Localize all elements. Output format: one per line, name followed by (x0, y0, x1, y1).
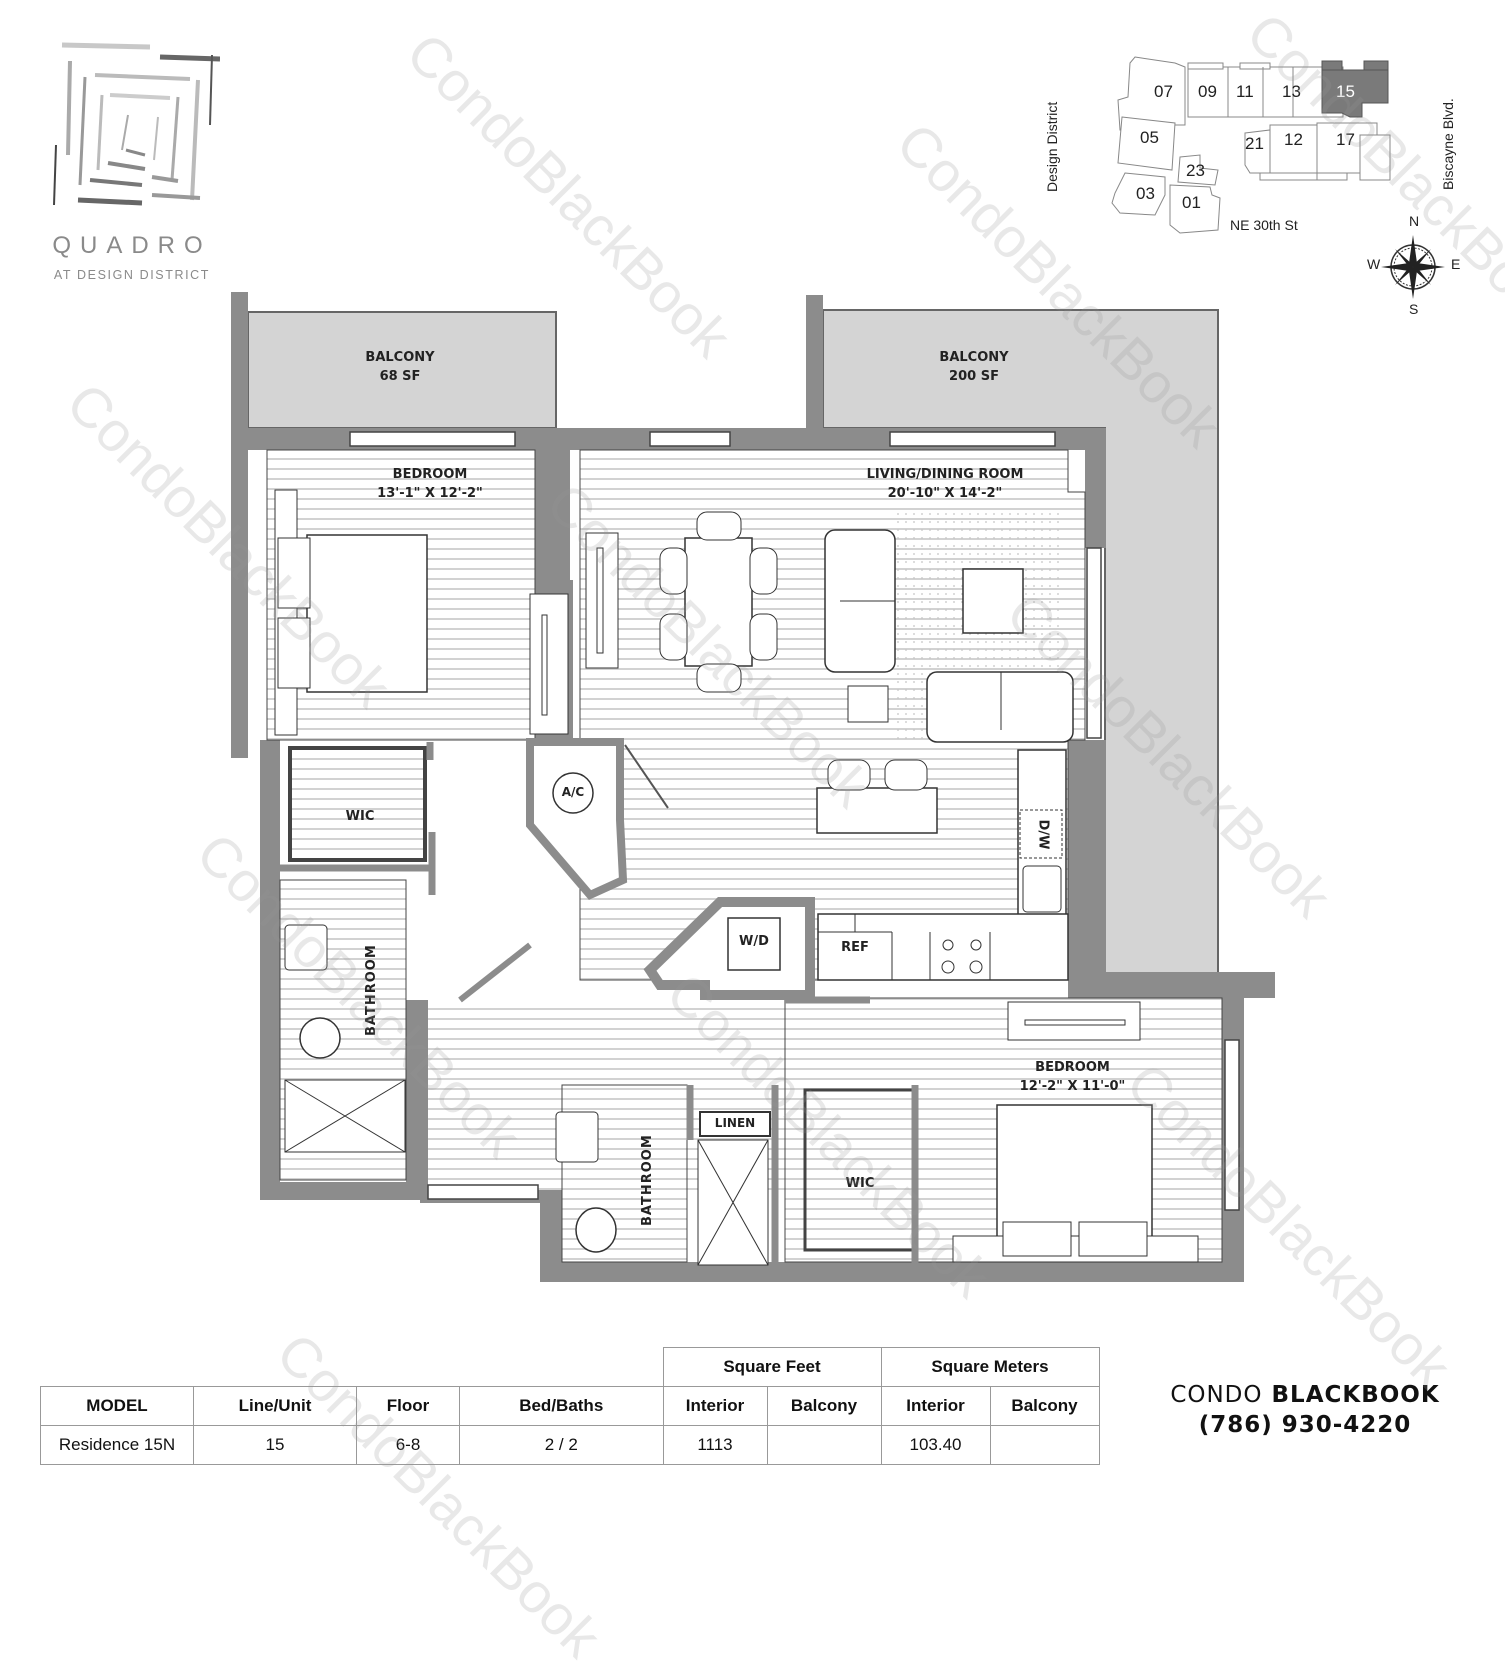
bedroom1-size: 13'-1" X 12'-2" (377, 486, 483, 501)
balcony-68 (247, 311, 557, 429)
cell-line-unit: 15 (193, 1425, 357, 1465)
keyplan-unit-17: 17 (1336, 130, 1355, 149)
cell-floor: 6-8 (356, 1425, 460, 1465)
contact-phone[interactable]: (786) 930-4220 (1198, 1412, 1412, 1438)
ac-label: A/C (561, 785, 585, 799)
living-size: 20'-10" X 14'-2" (887, 486, 1003, 501)
group-header-sqm: Square Meters (880, 1347, 1100, 1387)
brand-name: QUADRO (52, 232, 212, 259)
header-bed-baths: Bed/Baths (459, 1386, 664, 1426)
header-sqft-interior: Interior (662, 1386, 768, 1426)
compass: N E S W (1365, 213, 1465, 318)
living-name: LIVING/DINING ROOM (866, 467, 1024, 482)
bedroom1-name: BEDROOM (392, 467, 468, 482)
wic1-label: WIC (345, 809, 375, 824)
quadro-logo (50, 35, 221, 217)
condo-blackbook-contact: CONDO BLACKBOOK (786) 930-4220 (1130, 1380, 1480, 1440)
keyplan-unit-13: 13 (1282, 82, 1301, 101)
company-name-bold: BLACKBOOK (1271, 1382, 1440, 1408)
header-sqft-balcony: Balcony (766, 1386, 882, 1426)
compass-rose-icon (1381, 235, 1445, 299)
compass-west: W (1367, 256, 1381, 272)
header-sqm-interior: Interior (880, 1386, 991, 1426)
compass-east: E (1451, 256, 1461, 272)
balcony-68-name: BALCONY (365, 350, 435, 365)
company-name-light: CONDO (1170, 1382, 1263, 1408)
unit-spec-table: Square Feet Square Meters MODEL Line/Uni… (40, 1347, 1100, 1465)
street-label-south: NE 30th St (1230, 217, 1298, 233)
keyplan-unit-15[interactable]: 15 (1336, 82, 1355, 101)
keyplan-unit-12: 12 (1284, 130, 1303, 149)
floor-plan (231, 292, 1275, 1282)
ref-label: REF (841, 940, 869, 955)
dw-label: D/W (1035, 819, 1051, 850)
wic2-label: WIC (845, 1176, 875, 1191)
bath2-label: BATHROOM (640, 1134, 655, 1226)
header-model: MODEL (40, 1386, 194, 1426)
cell-sqm-balcony (989, 1425, 1100, 1465)
header-line-unit: Line/Unit (193, 1386, 357, 1426)
bedroom2-size: 12'-2" X 11'-0" (1019, 1079, 1126, 1094)
quadro-logo-mark-icon (53, 42, 221, 217)
keyplan-unit-09: 09 (1198, 82, 1217, 101)
keyplan-unit-07: 07 (1154, 82, 1173, 101)
cell-sqm-interior: 103.40 (880, 1425, 991, 1465)
balcony-68-size: 68 SF (379, 369, 421, 384)
compass-south: S (1409, 301, 1419, 317)
group-header-sqft: Square Feet (662, 1347, 882, 1387)
balcony-200-label: BALCONY 200 SF (904, 348, 1044, 386)
balcony-68-label: BALCONY 68 SF (330, 348, 470, 386)
cell-sqft-interior: 1113 (662, 1425, 768, 1465)
cell-bed-baths: 2 / 2 (459, 1425, 664, 1465)
header-floor: Floor (356, 1386, 460, 1426)
bedroom2-label: BEDROOM 12'-2" X 11'-0" (990, 1058, 1155, 1096)
living-label: LIVING/DINING ROOM 20'-10" X 14'-2" (840, 465, 1050, 503)
cell-model: Residence 15N (40, 1425, 194, 1465)
compass-north: N (1409, 213, 1420, 229)
bedroom1-label: BEDROOM 13'-1" X 12'-2" (340, 465, 520, 503)
keyplan-unit-21: 21 (1245, 134, 1264, 153)
balcony-200-size: 200 SF (949, 369, 999, 384)
keyplan-map (1111, 56, 1391, 234)
wd-label: W/D (739, 934, 769, 949)
keyplan-unit-05: 05 (1140, 128, 1159, 147)
header-sqm-balcony: Balcony (989, 1386, 1100, 1426)
brand-subtitle: AT DESIGN DISTRICT (53, 268, 211, 282)
keyplan-unit-01: 01 (1182, 193, 1201, 212)
keyplan-unit-11: 11 (1236, 82, 1254, 101)
bath1-label: BATHROOM (364, 944, 379, 1036)
table-row: Residence 15N 15 6-8 2 / 2 1113 103.40 (40, 1425, 1100, 1465)
cell-sqft-balcony (766, 1425, 882, 1465)
linen-label: LINEN (714, 1116, 756, 1130)
keyplan-unit-23: 23 (1186, 161, 1205, 180)
balcony-200-name: BALCONY (939, 350, 1009, 365)
bedroom2-name: BEDROOM (1035, 1060, 1110, 1075)
keyplan-unit-03: 03 (1136, 184, 1155, 203)
